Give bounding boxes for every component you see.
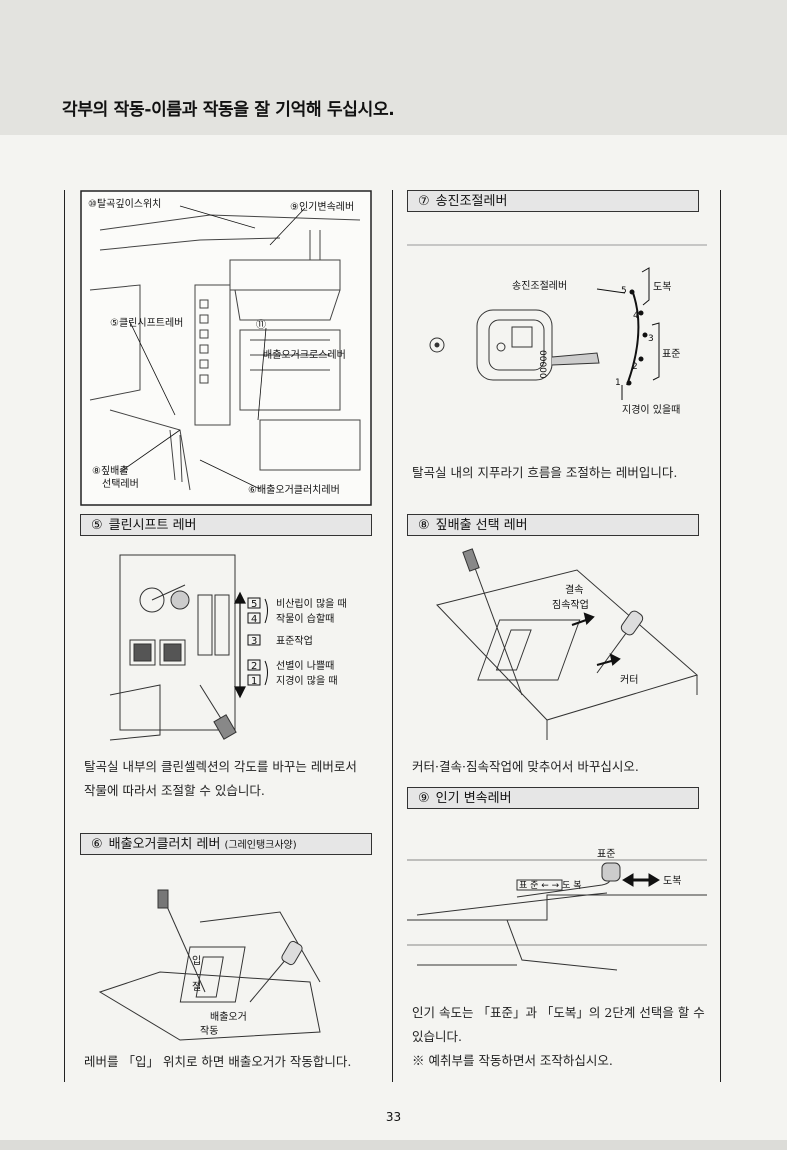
label-5: ⑤클린시프트레버: [110, 317, 183, 329]
label-10: ⑩탈곡깊이스위치: [88, 197, 161, 210]
section-7-description: 탈곡실 내의 지푸라기 흐름을 조절하는 레버입니다.: [412, 465, 678, 480]
label-auger: 배출오거: [210, 1011, 247, 1023]
label-dobok: 도복: [653, 281, 671, 293]
auger-clutch-figure: 입 절 배출오거 작동: [98, 889, 321, 1041]
scale-4-text: 작물이 습할때: [276, 613, 334, 625]
section-5-description: 탈곡실 내부의 클린셀렉션의 각도를 바꾸는 레버로서 작물에 따라서 조절할 …: [84, 759, 357, 798]
label-work: 작동: [200, 1025, 218, 1037]
label-11b: 배출오거크로스레버: [263, 349, 346, 361]
right-rule: [720, 190, 721, 1082]
page-title: 각부의 작동-이름과 작동을 잘 기억해 두십시오.: [62, 100, 395, 120]
section-9-description: 인기 속도는 「표준」과 「도복」의 2단계 선택을 할 수 있습니다. ※ 예…: [412, 1001, 712, 1073]
label-6: ⑥배출오거클러치레버: [248, 484, 340, 496]
reel-plate: 표 준 ← → 도 복: [519, 880, 582, 891]
clean-shift-figure: 5 비산립이 많을 때 4 작물이 습할때 3 표준작업 2 선별이 나쁠때 1…: [109, 554, 347, 741]
header-band: [0, 0, 787, 135]
label-pyojun: 표준: [597, 848, 615, 860]
scale-1-num: 1: [251, 676, 257, 687]
pos-2: 2: [632, 362, 638, 372]
label-cutter: 커터: [620, 674, 638, 686]
pos-3: 3: [648, 334, 654, 344]
label-out: 절: [192, 980, 201, 993]
label-8a: ⑧짚배출: [92, 465, 129, 477]
section-6-description: 레버를 「입」 위치로 하면 배출오거가 작동합니다.: [84, 1054, 352, 1069]
page-number: 33: [385, 1110, 402, 1124]
footer-band: [0, 1140, 787, 1150]
scale-4-num: 4: [251, 614, 257, 625]
label-code: 00000: [537, 350, 547, 379]
left-rule: [64, 190, 65, 1082]
label-gyeolsok: 결속: [565, 584, 583, 596]
label-lever: 송진조절레버: [512, 279, 567, 292]
section-8-description: 커터·결속·짐속작업에 맞추어서 바꾸십시오.: [412, 759, 639, 774]
label-in: 입: [192, 954, 201, 967]
label-9: ⑨인기변속레버: [290, 201, 354, 213]
pos-1: 1: [615, 378, 621, 388]
scale-2-num: 2: [251, 661, 257, 672]
label-pyojun: 표준: [662, 348, 680, 360]
pos-5: 5: [621, 286, 627, 296]
overview-figure: ⑩탈곡깊이스위치 ⑨인기변속레버 ⑤클린시프트레버 ⑪ 배출오거크로스레버 ⑧짚…: [80, 190, 372, 506]
scale-3-text: 표준작업: [276, 634, 313, 647]
label-dobok: 도복: [663, 875, 681, 887]
label-jigyeong: 지경이 있을때: [622, 403, 680, 416]
pos-4: 4: [633, 311, 639, 321]
scale-3-num: 3: [251, 636, 257, 647]
column-divider: [392, 190, 393, 1082]
label-8b: 선택레버: [102, 478, 139, 490]
scale-2-text: 선별이 나쁠때: [276, 660, 334, 672]
reel-speed-figure: 표 준 ← → 도 복 표준 도복: [407, 848, 707, 971]
label-jipsok: 짐속작업: [552, 598, 589, 611]
scale-5-num: 5: [251, 599, 257, 610]
section-9-note: ※ 예취부를 작동하면서 조작하십시오.: [412, 1053, 613, 1068]
label-11: ⑪: [256, 319, 266, 331]
straw-adjust-figure: 송진조절레버 5 4 3 2 1 도복 표준 지경이 있을때 00000: [407, 244, 707, 416]
scale-5-text: 비산립이 많을 때: [276, 597, 347, 610]
straw-select-figure: 결속 짐속작업 커터: [436, 548, 699, 740]
scale-1-text: 지경이 많을 때: [276, 674, 338, 687]
